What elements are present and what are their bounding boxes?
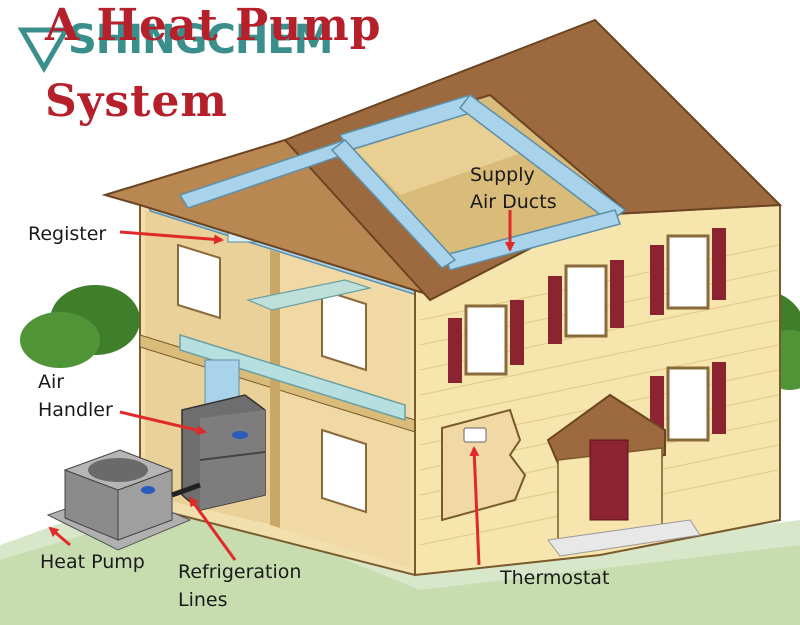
label-lines: Lines [178,589,228,611]
front-wall [414,203,781,577]
label-handler: Handler [38,399,113,421]
arrow-heat-pump [48,526,71,547]
label-thermostat: Thermostat [500,567,610,589]
watermark-text: SHINGCHEM [68,17,333,63]
watermark-logo-icon [17,27,71,73]
porch [546,393,701,557]
arrow-refrigeration [188,496,237,561]
arrow-register [119,230,224,245]
air-handler [181,359,266,511]
title-line-1: A Heat Pump [45,0,382,51]
label-air: Air [38,371,65,393]
supply-ducts [178,93,627,271]
thermostat-cutaway [441,408,527,522]
roof [101,18,783,302]
callout-arrows [48,210,515,566]
thermostat-device [463,427,487,443]
label-heat-pump: Heat Pump [40,551,145,573]
arrow-thermostat [469,446,481,566]
label-air-ducts: Air Ducts [470,191,557,213]
label-supply: Supply [470,164,535,186]
label-register: Register [28,223,107,245]
arrow-air-handler [119,410,207,436]
heat-pump-unit [46,449,201,551]
title-line-2: System [45,76,228,127]
windows-upper [448,228,726,383]
label-refrigeration: Refrigeration [178,561,302,583]
